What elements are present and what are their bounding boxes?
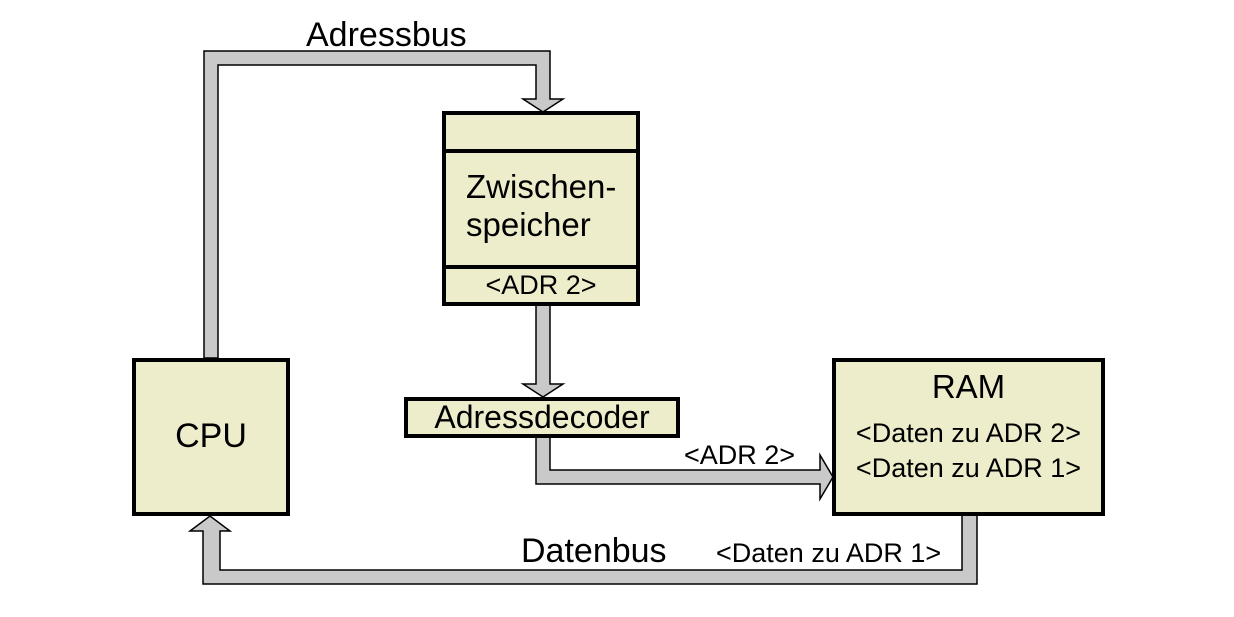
adressdecoder-label: Adressdecoder xyxy=(434,398,650,435)
buffer-to-decoder-path xyxy=(520,302,566,398)
cpu-label: CPU xyxy=(175,417,247,456)
zwischenspeicher-address: <ADR 2> xyxy=(485,269,597,300)
ram-data-row: <Daten zu ADR 1> xyxy=(855,453,1082,483)
zwischenspeicher-name-line2: speicher xyxy=(466,206,591,243)
adressdecoder-box: Adressdecoder xyxy=(404,397,680,438)
ram-box: RAM <Daten zu ADR 2> <Daten zu ADR 1> xyxy=(832,358,1105,516)
zwischenspeicher-box: Zwischen- speicher <ADR 2> xyxy=(442,111,640,306)
adressbus-label: Adressbus xyxy=(306,16,467,54)
zwischenspeicher-name-line1: Zwischen- xyxy=(466,168,617,205)
daten-zu-adr1-bus-label: <Daten zu ADR 1> xyxy=(716,538,942,568)
decoder-to-ram-path xyxy=(535,435,834,502)
adressbus-path xyxy=(203,50,566,359)
ram-data-row: <Daten zu ADR 2> xyxy=(855,418,1082,448)
ram-data-rows: <Daten zu ADR 2> <Daten zu ADR 1> xyxy=(856,416,1081,486)
ram-label: RAM xyxy=(931,368,1006,405)
zwischenspeicher-address-slot: <ADR 2> xyxy=(446,269,636,302)
zwischenspeicher-empty-slot xyxy=(446,115,636,153)
datenbus-label: Datenbus xyxy=(521,532,667,570)
cpu-box: CPU xyxy=(132,358,290,516)
datenbus-path xyxy=(187,513,978,585)
adr2-bus-label: <ADR 2> xyxy=(684,440,796,470)
zwischenspeicher-name: Zwischen- speicher xyxy=(446,153,636,269)
